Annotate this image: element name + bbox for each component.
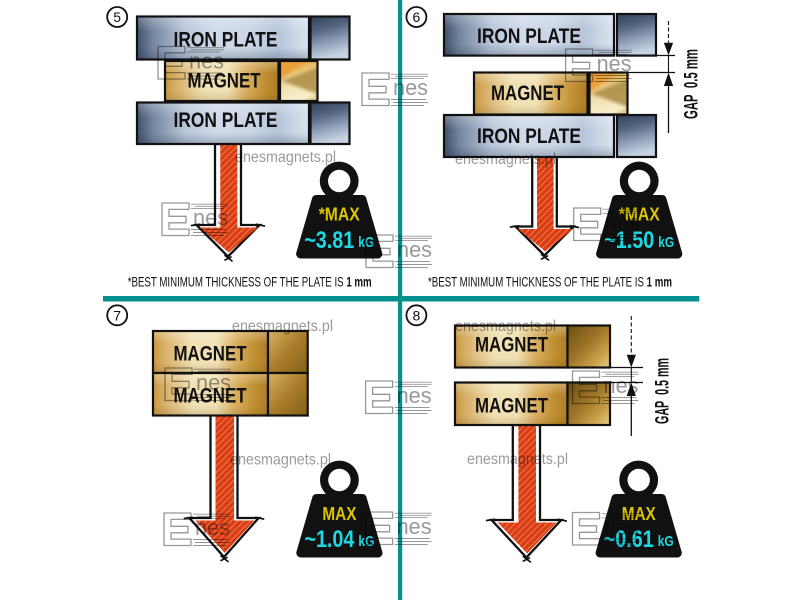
svg-text:7: 7: [113, 307, 121, 323]
svg-text:6: 6: [413, 9, 421, 25]
svg-text:kG: kG: [658, 234, 674, 251]
svg-text:IRON PLATE: IRON PLATE: [174, 29, 278, 52]
svg-text:IRON PLATE: IRON PLATE: [477, 25, 581, 48]
svg-text:IRON PLATE: IRON PLATE: [477, 125, 581, 148]
svg-text:MAGNET: MAGNET: [174, 343, 247, 366]
svg-text:*BEST MINIMUM THICKNESS OF THE: *BEST MINIMUM THICKNESS OF THE PLATE IS …: [128, 275, 372, 290]
svg-text:kG: kG: [358, 533, 374, 550]
svg-text:enesmagnets.pl: enesmagnets.pl: [235, 149, 336, 166]
svg-text:enesmagnets.pl: enesmagnets.pl: [230, 452, 331, 469]
svg-text:GAP 0.5 mm: GAP 0.5 mm: [682, 49, 703, 119]
svg-text:GAP 0.5 mm: GAP 0.5 mm: [653, 358, 674, 424]
svg-text:~3.81: ~3.81: [304, 227, 354, 254]
svg-text:*MAX: *MAX: [319, 205, 360, 225]
svg-text:5: 5: [113, 9, 121, 25]
svg-text:enesmagnets.pl: enesmagnets.pl: [467, 451, 568, 468]
svg-text:enesmagnets.pl: enesmagnets.pl: [232, 318, 333, 335]
svg-text:MAGNET: MAGNET: [475, 395, 548, 418]
svg-text:8: 8: [413, 307, 421, 323]
svg-text:MAGNET: MAGNET: [188, 70, 261, 93]
svg-text:~1.04: ~1.04: [304, 526, 355, 553]
svg-text:enesmagnets.pl: enesmagnets.pl: [455, 318, 556, 335]
svg-text:*BEST MINIMUM THICKNESS OF THE: *BEST MINIMUM THICKNESS OF THE PLATE IS …: [428, 275, 672, 290]
svg-text:kG: kG: [658, 533, 674, 550]
svg-text:IRON PLATE: IRON PLATE: [174, 109, 278, 132]
svg-text:MAX: MAX: [322, 504, 356, 524]
svg-text:MAGNET: MAGNET: [491, 82, 564, 105]
svg-text:enesmagnets.pl: enesmagnets.pl: [455, 151, 556, 168]
svg-text:MAGNET: MAGNET: [475, 334, 548, 357]
